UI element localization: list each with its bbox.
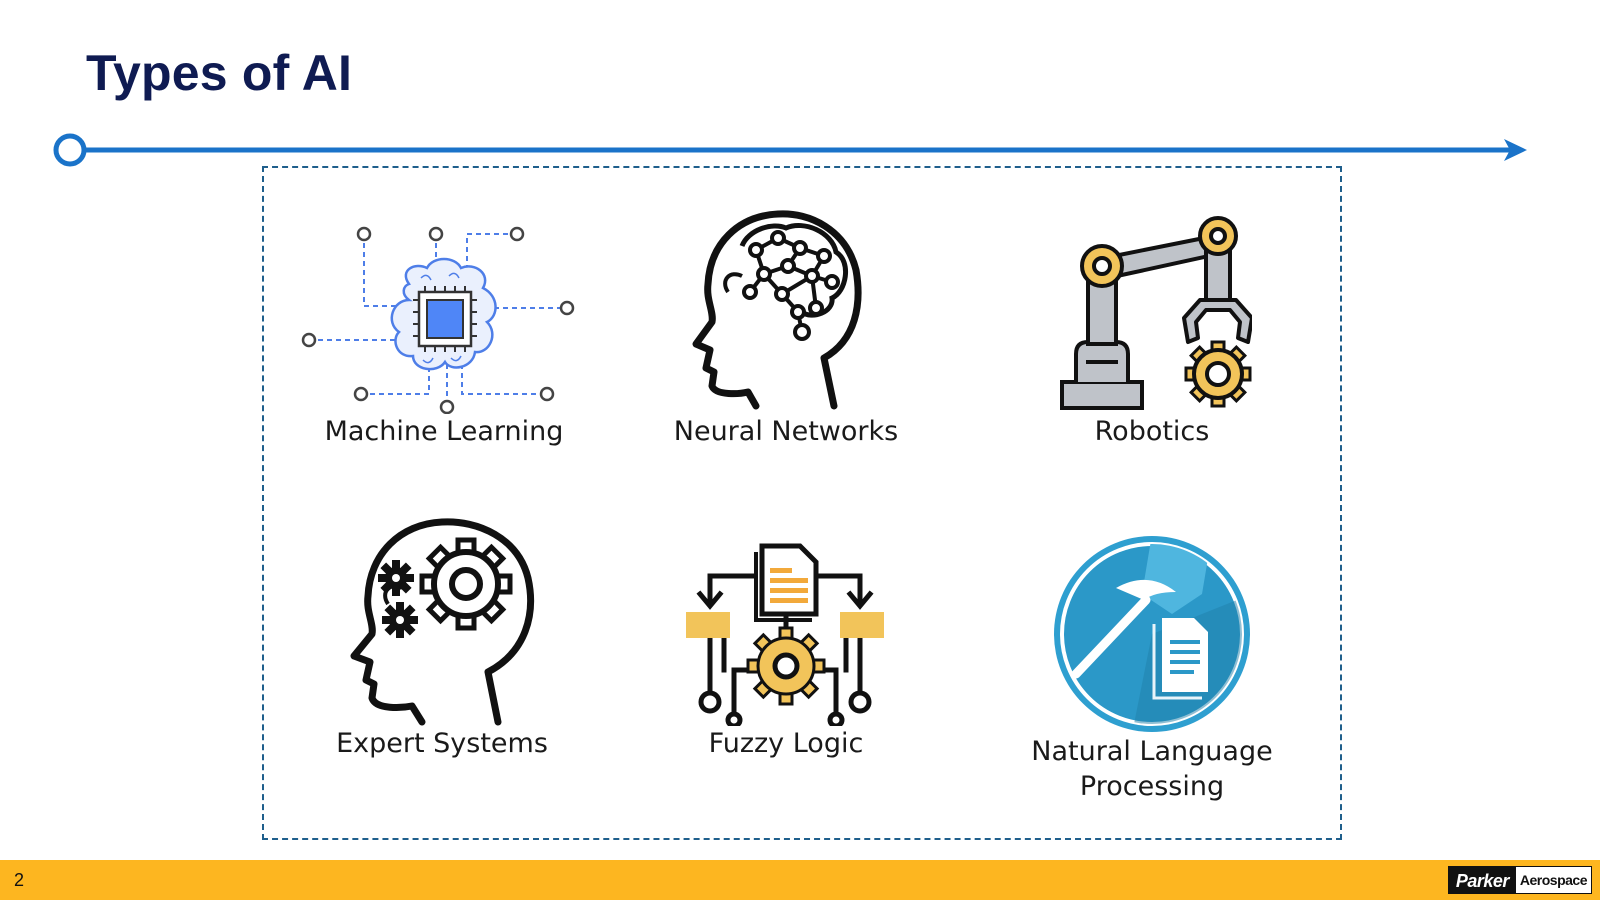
neural-head-icon xyxy=(692,210,862,410)
tile-label: Natural Language xyxy=(1031,736,1273,767)
tile-fuzzy-logic: Fuzzy Logic xyxy=(636,540,936,761)
parker-aerospace-logo: Parker Aerospace xyxy=(1447,866,1592,894)
tile-expert-systems: Expert Systems xyxy=(292,516,592,761)
gear-head-icon xyxy=(350,518,535,726)
slide-title: Types of AI xyxy=(86,45,353,101)
tile-neural-networks: Neural Networks xyxy=(636,208,936,449)
page-number: 2 xyxy=(14,870,25,890)
flow-gear-icon xyxy=(686,543,884,726)
tile-label: Machine Learning xyxy=(324,416,564,447)
logo-parker-text: Parker xyxy=(1447,866,1515,894)
tile-label: Neural Networks xyxy=(673,416,899,447)
robot-arm-icon xyxy=(1060,216,1252,410)
timeline-arrow xyxy=(53,133,1527,167)
tile-label: Robotics xyxy=(1094,416,1210,447)
chip-brain-icon xyxy=(301,226,575,414)
footer-bar: 2 Parker Aerospace xyxy=(0,860,1600,900)
tile-label: Fuzzy Logic xyxy=(708,728,864,759)
tile-machine-learning: Machine Learning xyxy=(294,214,594,449)
tile-natural-language-processing: Natural Language Processing xyxy=(1002,534,1302,804)
tile-label: Expert Systems xyxy=(336,728,548,759)
tile-robotics: Robotics xyxy=(1002,214,1302,449)
types-panel: Machine Learning xyxy=(262,166,1342,840)
timeline-arrowhead xyxy=(1504,139,1527,161)
tile-label-line2: Processing xyxy=(1079,771,1225,802)
logo-aerospace-text: Aerospace xyxy=(1514,866,1592,894)
nlp-circle-icon xyxy=(1054,536,1250,732)
timeline-start-circle xyxy=(53,133,87,167)
